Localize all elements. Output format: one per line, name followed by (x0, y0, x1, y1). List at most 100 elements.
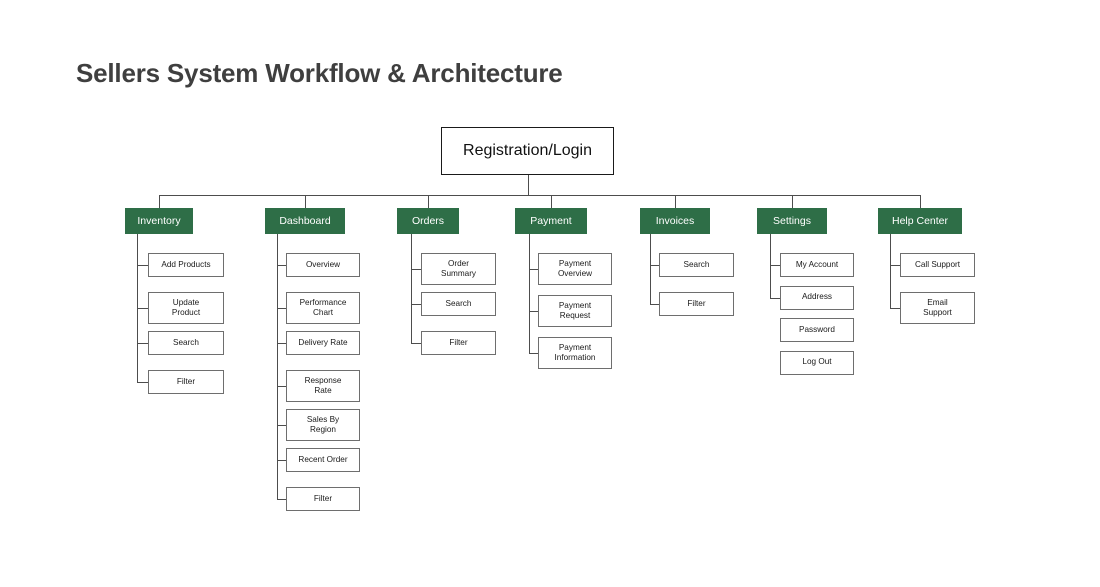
leaf-node-label: Call Support (914, 259, 961, 269)
leaf-node-label: Add Products (161, 259, 211, 269)
connector-leaf-stub-4-1 (650, 304, 659, 305)
group-node-help-center[interactable]: Help Center (878, 208, 962, 234)
connector-leaf-stub-2-0 (411, 269, 421, 270)
root-node-label: Registration/Login (463, 141, 592, 159)
connector-group-drop-4 (675, 195, 676, 208)
leaf-node-label: Filter (313, 493, 333, 503)
leaf-node-payment-overview[interactable]: Payment Overview (538, 253, 612, 285)
connector-leaf-stub-1-5 (277, 460, 286, 461)
leaf-node-update-product[interactable]: Update Product (148, 292, 224, 324)
connector-leaf-stub-0-1 (137, 308, 148, 309)
leaf-node-label: Payment Information (554, 342, 596, 362)
leaf-node-order-summary[interactable]: Order Summary (421, 253, 496, 285)
connector-leaf-stub-2-1 (411, 304, 421, 305)
group-node-orders[interactable]: Orders (397, 208, 459, 234)
leaf-node-label: Search (173, 337, 199, 347)
leaf-node-label: My Account (795, 259, 839, 269)
group-node-dashboard[interactable]: Dashboard (265, 208, 345, 234)
leaf-node-label: Overview (305, 259, 341, 269)
group-node-label: Help Center (891, 214, 949, 227)
connector-leaf-stub-2-2 (411, 343, 421, 344)
connector-spine-5 (770, 234, 771, 298)
connector-leaf-stub-1-4 (277, 425, 286, 426)
connector-leaf-stub-0-3 (137, 382, 148, 383)
leaf-node-search[interactable]: Search (148, 331, 224, 355)
group-node-label: Orders (411, 214, 445, 227)
leaf-node-my-account[interactable]: My Account (780, 253, 854, 277)
group-node-label: Dashboard (279, 214, 331, 227)
leaf-node-label: Payment Request (558, 300, 592, 320)
leaf-node-filter[interactable]: Filter (421, 331, 496, 355)
leaf-node-filter[interactable]: Filter (148, 370, 224, 394)
connector-leaf-stub-0-0 (137, 265, 148, 266)
root-node-registration-login[interactable]: Registration/Login (441, 127, 614, 175)
leaf-node-search[interactable]: Search (421, 292, 496, 316)
connector-leaf-stub-1-2 (277, 343, 286, 344)
connector-leaf-stub-5-1 (770, 298, 780, 299)
leaf-node-email-support[interactable]: Email Support (900, 292, 975, 324)
leaf-node-label: Log Out (802, 357, 832, 367)
leaf-node-password[interactable]: Password (780, 318, 854, 342)
group-node-label: Payment (530, 214, 572, 227)
page-title: Sellers System Workflow & Architecture (76, 58, 563, 88)
connector-group-drop-0 (159, 195, 160, 208)
leaf-node-call-support[interactable]: Call Support (900, 253, 975, 277)
leaf-node-label: Performance Chart (299, 297, 347, 317)
connector-group-drop-1 (305, 195, 306, 208)
connector-leaf-stub-5-0 (770, 265, 780, 266)
leaf-node-overview[interactable]: Overview (286, 253, 360, 277)
leaf-node-label: Password (799, 324, 835, 334)
leaf-node-payment-information[interactable]: Payment Information (538, 337, 612, 369)
connector-spine-4 (650, 234, 651, 304)
connector-group-drop-3 (551, 195, 552, 208)
leaf-node-label: Payment Overview (557, 258, 593, 278)
leaf-node-label: Filter (449, 337, 468, 347)
leaf-node-label: Recent Order (298, 454, 348, 464)
leaf-node-search[interactable]: Search (659, 253, 734, 277)
group-node-invoices[interactable]: Invoices (640, 208, 710, 234)
connector-leaf-stub-1-3 (277, 386, 286, 387)
connector-leaf-stub-3-0 (529, 269, 538, 270)
leaf-node-filter[interactable]: Filter (659, 292, 734, 316)
connector-leaf-stub-3-2 (529, 353, 538, 354)
leaf-node-label: Search (445, 298, 472, 308)
group-node-payment[interactable]: Payment (515, 208, 587, 234)
connector-spine-0 (137, 234, 138, 382)
leaf-node-response-rate[interactable]: Response Rate (286, 370, 360, 402)
connector-group-drop-2 (428, 195, 429, 208)
connector-leaf-stub-3-1 (529, 311, 538, 312)
leaf-node-performance-chart[interactable]: Performance Chart (286, 292, 360, 324)
leaf-node-add-products[interactable]: Add Products (148, 253, 224, 277)
leaf-node-address[interactable]: Address (780, 285, 854, 310)
connector-leaf-stub-1-1 (277, 308, 286, 309)
leaf-node-payment-request[interactable]: Payment Request (538, 295, 612, 327)
connector-spine-2 (411, 234, 412, 343)
group-node-inventory[interactable]: Inventory (125, 208, 193, 234)
group-node-label: Settings (773, 214, 811, 227)
leaf-node-label: Filter (687, 298, 706, 308)
connector-leaf-stub-4-0 (650, 265, 659, 266)
connector-leaf-stub-1-0 (277, 265, 286, 266)
leaf-node-label: Email Support (923, 297, 952, 317)
leaf-node-delivery-rate[interactable]: Delivery Rate (286, 331, 360, 355)
group-node-label: Inventory (137, 214, 181, 227)
connector-leaf-stub-6-1 (890, 308, 900, 309)
connector-root-stem (527, 175, 529, 195)
connector-leaf-stub-0-2 (137, 343, 148, 344)
leaf-node-filter[interactable]: Filter (286, 487, 360, 511)
leaf-node-label: Search (683, 259, 710, 269)
leaf-node-log-out[interactable]: Log Out (780, 350, 854, 375)
leaf-node-label: Delivery Rate (298, 337, 348, 347)
leaf-node-label: Response Rate (304, 375, 342, 395)
leaf-node-recent-order[interactable]: Recent Order (286, 448, 360, 472)
leaf-node-label: Update Product (171, 297, 201, 317)
connector-leaf-stub-1-6 (277, 499, 286, 500)
connector-bus (159, 195, 920, 196)
connector-spine-3 (529, 234, 530, 353)
group-node-settings[interactable]: Settings (757, 208, 827, 234)
connector-leaf-stub-6-0 (890, 265, 900, 266)
connector-group-drop-6 (920, 195, 921, 208)
leaf-node-sales-by-region[interactable]: Sales By Region (286, 409, 360, 441)
group-node-label: Invoices (655, 214, 695, 227)
